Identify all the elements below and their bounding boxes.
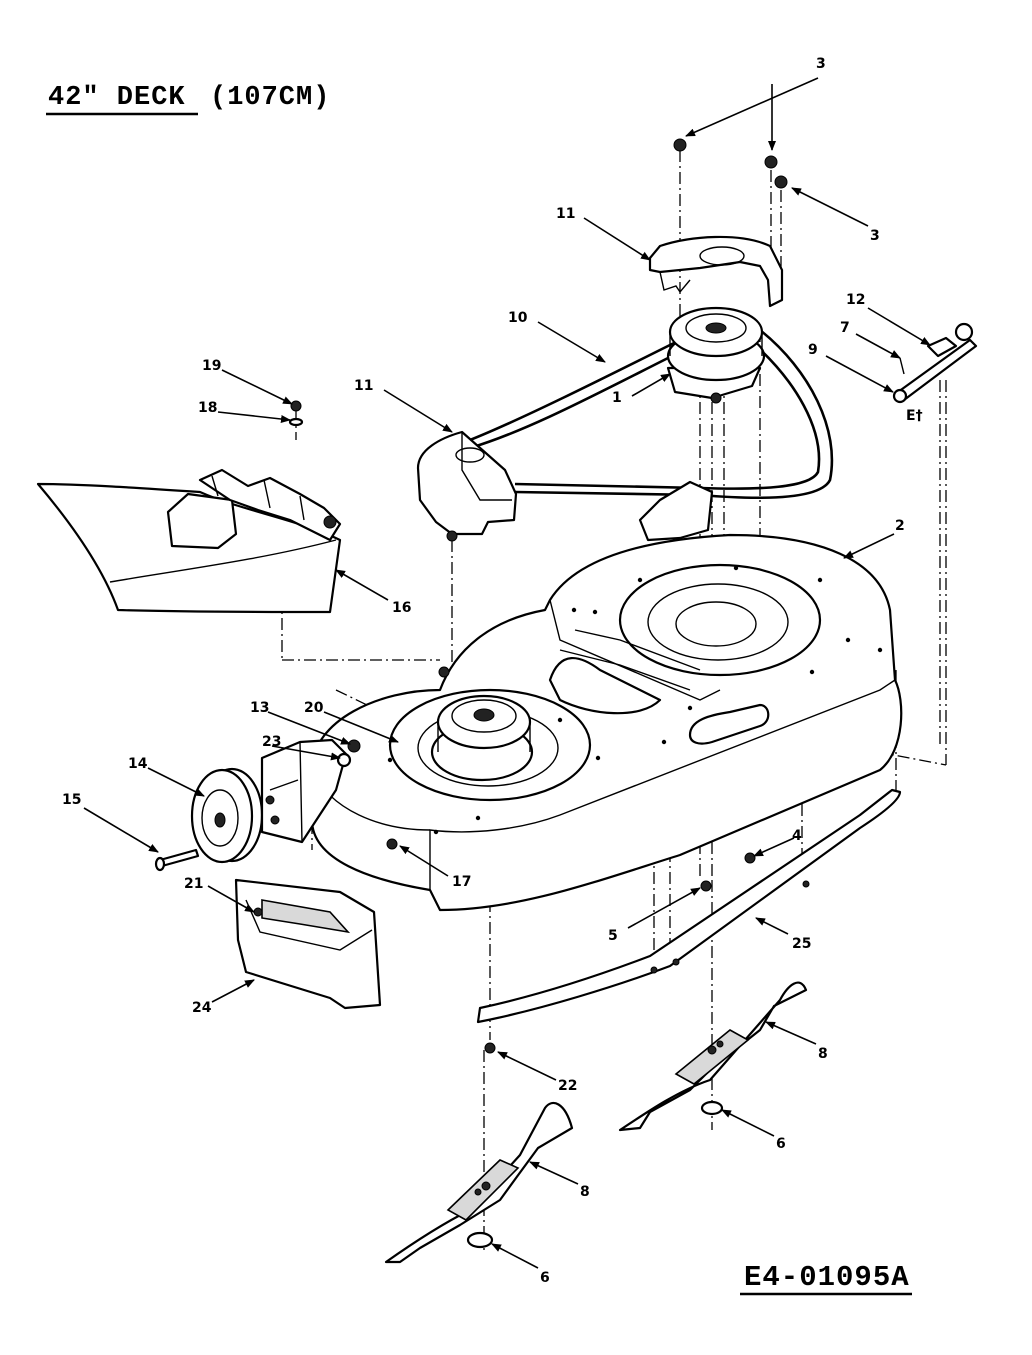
callout-13: 13: [250, 700, 269, 716]
callout-2: 2: [895, 518, 905, 534]
leader-arrows: [83, 77, 931, 1269]
callout-22: 22: [558, 1078, 577, 1094]
callout-15: 15: [62, 792, 81, 808]
deflector-cover: [234, 878, 382, 1010]
diagram-title: 42" DECK: [48, 83, 186, 113]
idler-bracket: [638, 480, 714, 542]
et-mark: E†: [906, 408, 923, 424]
callout-8a: 8: [818, 1046, 828, 1062]
callout-11a: 11: [556, 206, 575, 222]
callout-16: 16: [392, 600, 411, 616]
callout-5: 5: [608, 928, 618, 944]
callout-3a: 3: [816, 56, 826, 72]
drive-belt: [469, 328, 834, 500]
callout-6a: 6: [776, 1136, 786, 1152]
belt-guard-left: [416, 430, 518, 536]
deck-baffle: [476, 788, 902, 1024]
callout-20: 20: [304, 700, 324, 716]
drawing-code: E4-01095A: [744, 1261, 910, 1294]
diagram-subtitle: (107CM): [210, 83, 330, 113]
hardware-fasteners: [288, 138, 788, 1054]
callout-25: 25: [792, 936, 811, 952]
callout-11b: 11: [354, 378, 373, 394]
wheel-bracket: [260, 738, 361, 844]
callout-21: 21: [184, 876, 203, 892]
spindle-pulley-assembly: [666, 306, 766, 404]
callout-4: 4: [792, 828, 802, 844]
mower-deck-shell: [310, 533, 903, 912]
callout-labels: 3 3 11 10 1 11 12 7 9 19 18 2 16 13 20 2…: [62, 56, 905, 1286]
mower-blade-right: [618, 981, 808, 1132]
callout-9: 9: [808, 342, 818, 358]
callout-1: 1: [612, 390, 622, 406]
callout-12: 12: [846, 292, 865, 308]
discharge-chute: [36, 468, 342, 614]
callout-24: 24: [192, 1000, 212, 1016]
callout-6b: 6: [540, 1270, 550, 1286]
anti-scalp-rod: E†: [892, 322, 978, 424]
callout-8b: 8: [580, 1184, 590, 1200]
mower-blade-bottom: [384, 1101, 574, 1264]
callout-7: 7: [840, 320, 850, 336]
left-spindle-pulley: [430, 694, 534, 782]
callout-10: 10: [508, 310, 528, 326]
gauge-wheel: [190, 767, 264, 864]
callout-17: 17: [452, 874, 471, 890]
callout-14: 14: [128, 756, 148, 772]
callout-3b: 3: [870, 228, 880, 244]
callout-23: 23: [262, 734, 281, 750]
wheel-bolt: [154, 848, 200, 872]
callout-18: 18: [198, 400, 217, 416]
callout-19: 19: [202, 358, 221, 374]
belt-guard-top: [648, 235, 784, 308]
